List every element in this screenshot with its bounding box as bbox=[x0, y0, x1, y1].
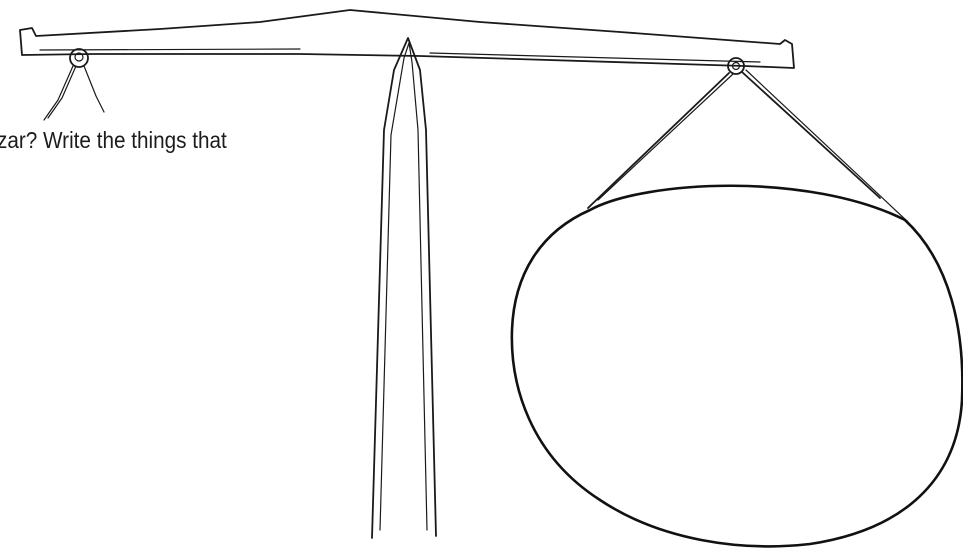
right-hanging-strings bbox=[587, 69, 909, 223]
center-post bbox=[371, 37, 437, 539]
right-pan bbox=[510, 184, 963, 548]
question-text: zar? Write the things that bbox=[0, 127, 227, 153]
right-hook-ring bbox=[727, 57, 745, 75]
left-hanging-strings bbox=[43, 65, 105, 121]
left-hook-ring bbox=[69, 48, 89, 68]
